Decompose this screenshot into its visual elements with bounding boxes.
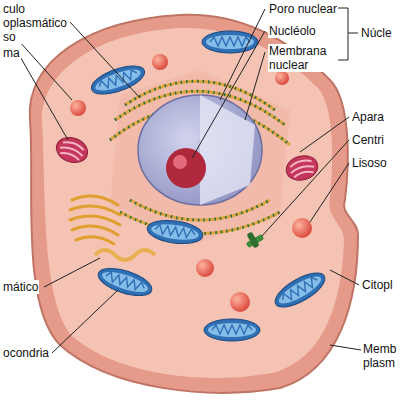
callout-label: Lisoso [351,156,388,170]
callout-label: Centri [351,133,385,147]
mitochondrion [146,217,205,247]
mitochondrion [204,319,260,341]
nucleus [138,95,262,205]
leader-lines [18,8,361,353]
callout-label: Citopl [361,278,394,292]
cutaway-face [110,70,290,245]
cytoplasm [42,28,344,378]
mitochondrion [270,266,329,313]
golgi [70,196,120,244]
callout-label: ocondria [2,346,50,360]
callout-label: Poro nuclear [268,2,338,16]
centriole [246,232,265,249]
callout-label: Nucléolo [268,24,317,38]
cell-membrane [30,15,358,393]
callout-label: culo oplasmático so [2,2,70,44]
callout-label: Memb plasm [362,342,398,370]
rough-er [110,81,290,233]
mitochondrion [202,31,258,53]
mitochondrion [88,60,148,100]
callout-label: Membrana nuclear [268,44,334,72]
lysosomes [70,54,312,312]
callout-label: ma [2,46,21,60]
mitochondrion-section [53,133,91,166]
group-label: Núcle [360,26,393,40]
smooth-er [95,250,155,260]
mitochondrion-section [283,152,320,183]
callout-label: Apara [351,110,385,124]
callout-label: mático [2,280,39,294]
mitochondrion [95,263,155,301]
